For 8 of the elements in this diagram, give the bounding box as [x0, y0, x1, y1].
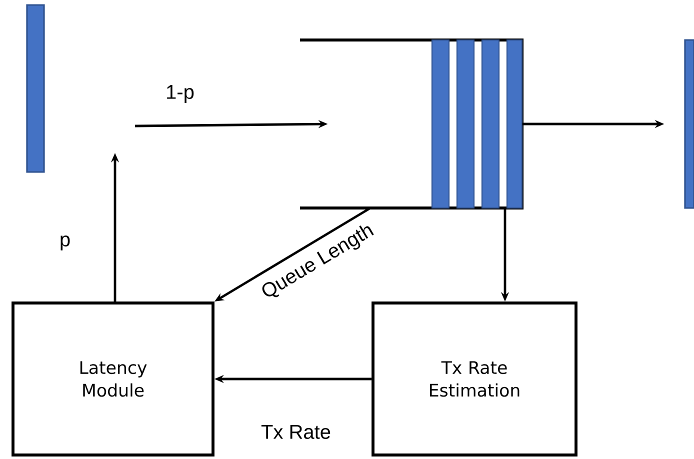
edge-label: Tx Rate	[260, 424, 332, 440]
process-box: Tx Rate Estimation	[372, 302, 578, 456]
edge-label: 1-p	[164, 84, 196, 104]
edge-label: p	[58, 234, 72, 252]
packet-bar	[26, 4, 45, 173]
process-box: Latency Module	[12, 302, 214, 456]
packet-bar	[684, 39, 694, 209]
queue-drawing	[300, 38, 524, 210]
